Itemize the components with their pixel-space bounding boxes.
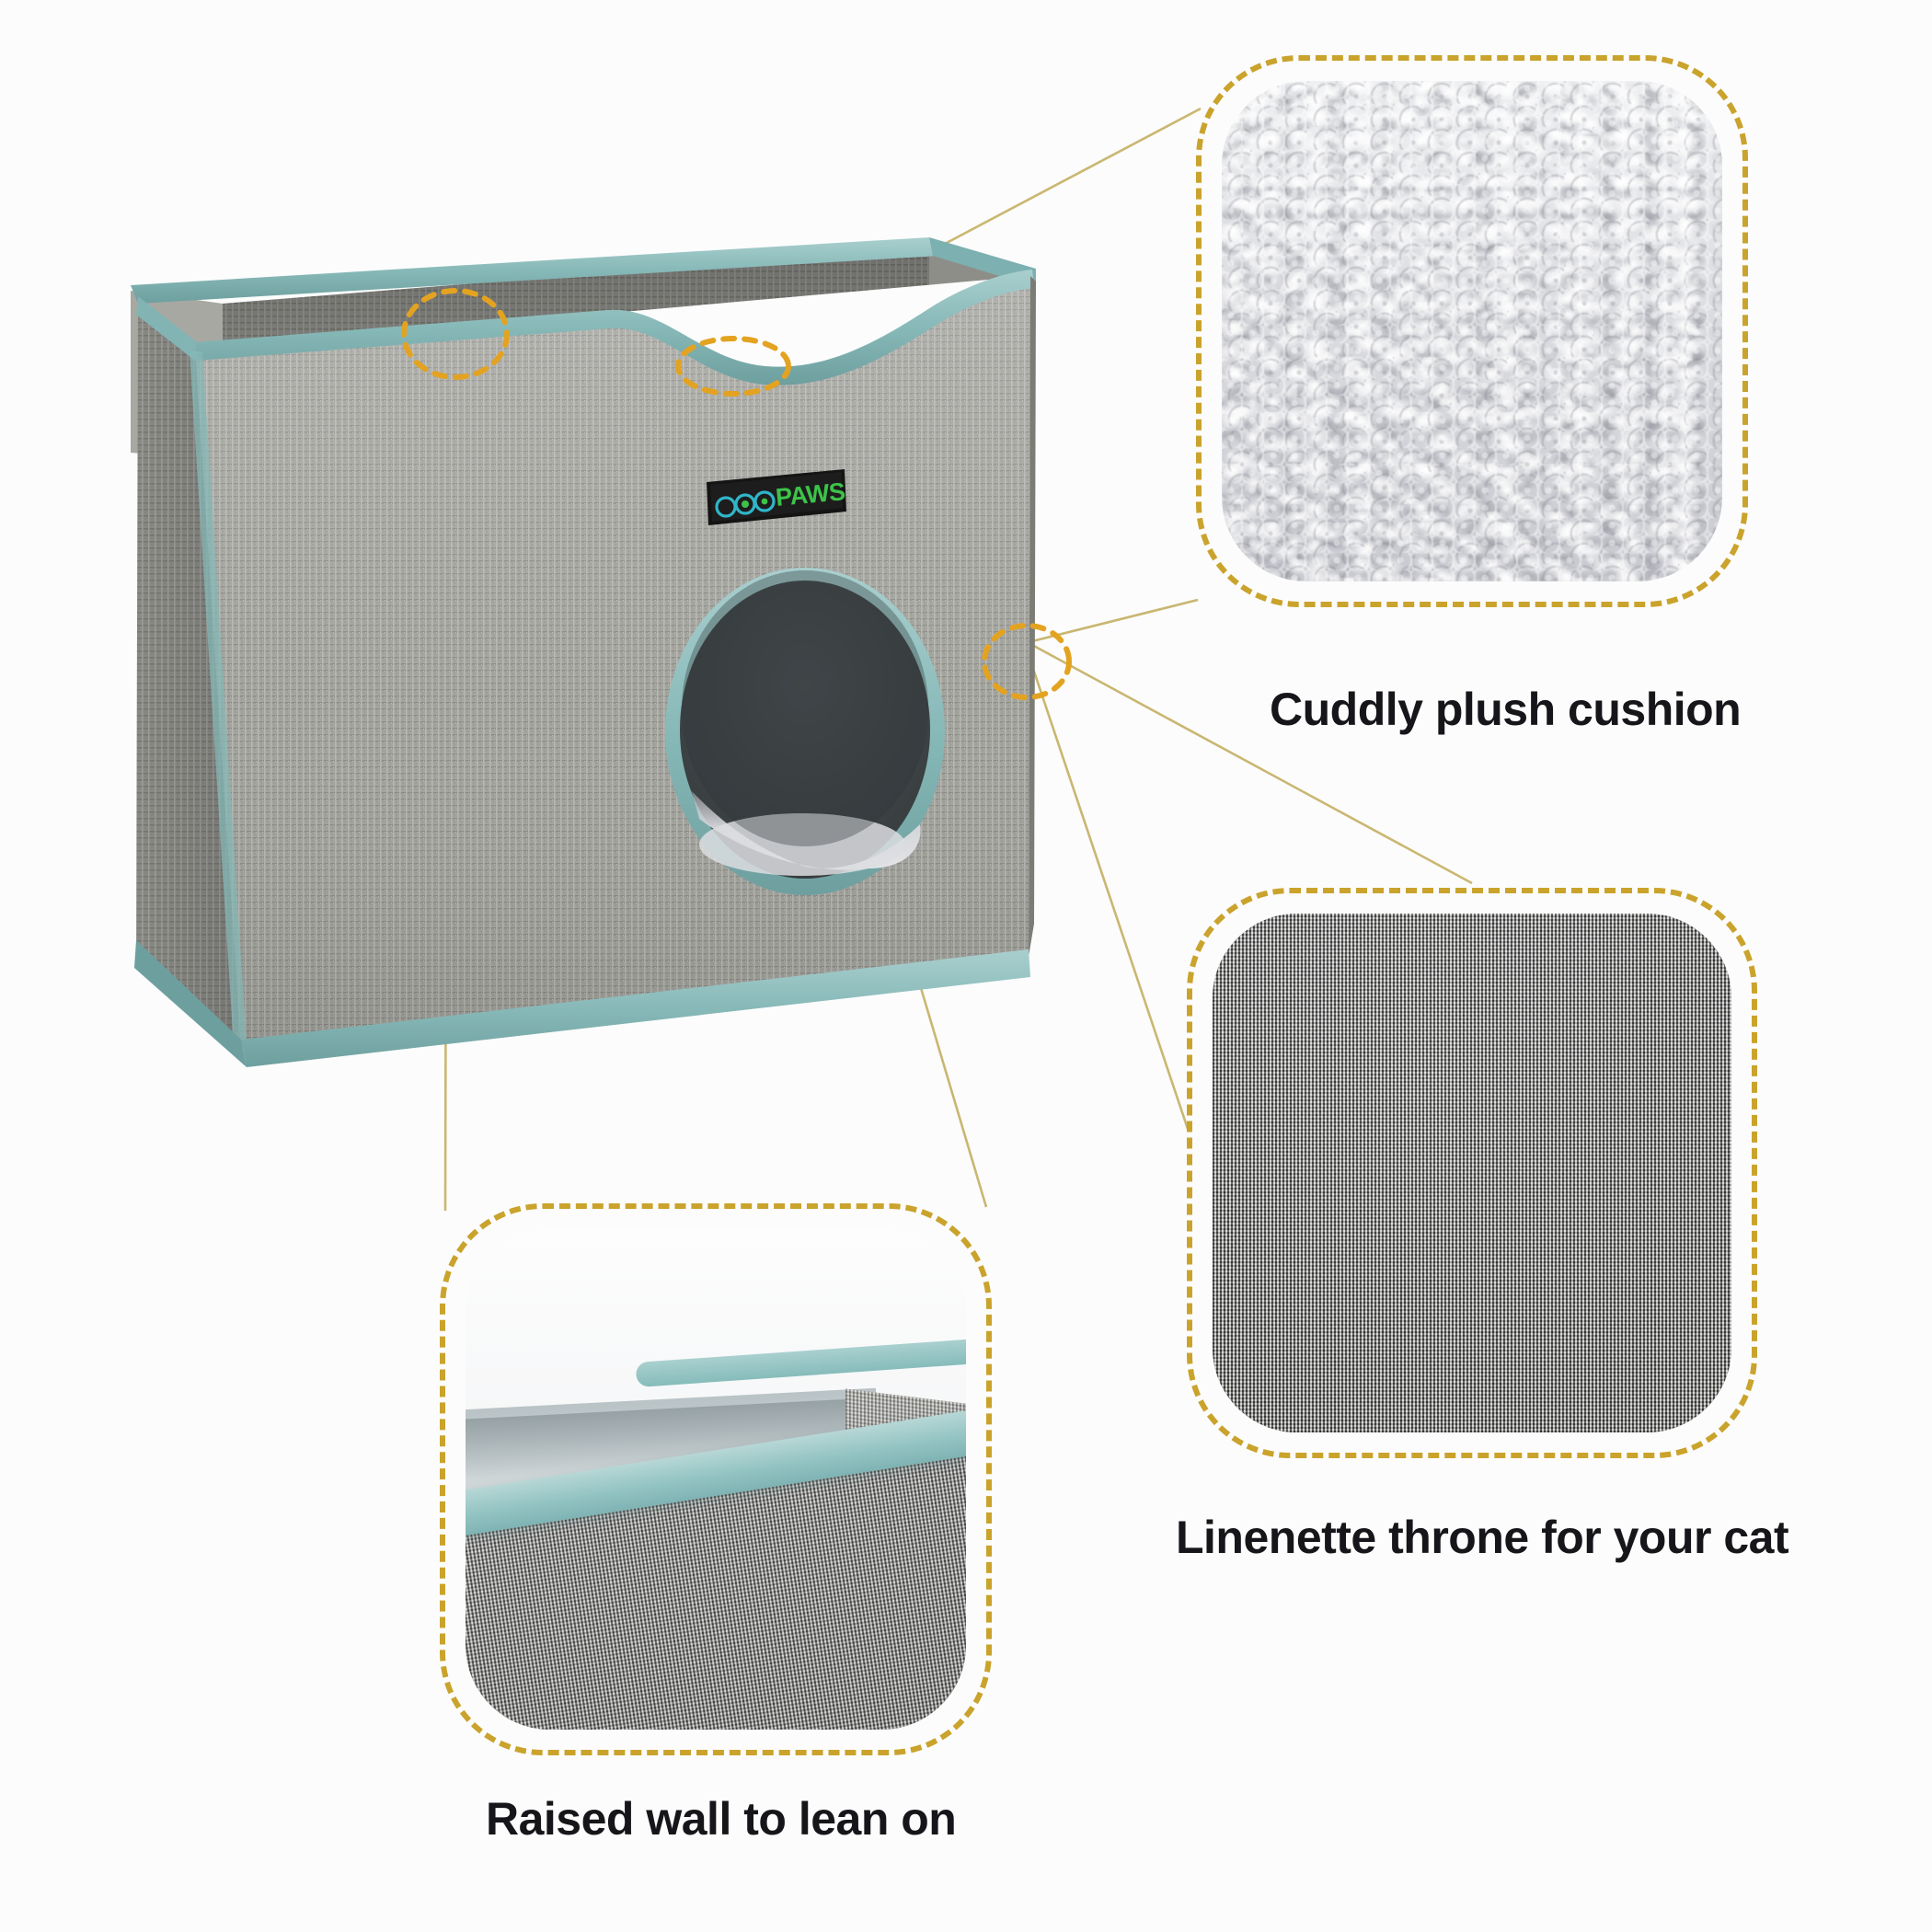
linen-texture <box>1213 914 1731 1432</box>
front-top-trim <box>195 270 1034 385</box>
callout-raised-wall <box>440 1203 992 1755</box>
plush-texture <box>1222 81 1722 581</box>
callout-cuddly-plush-cushion <box>1196 55 1748 607</box>
callout-linenette-throne <box>1187 888 1757 1458</box>
caption-cuddly-plush-cushion: Cuddly plush cushion <box>1270 684 1742 735</box>
left-top-trim <box>136 296 197 361</box>
callout-wall-media <box>466 1229 966 1730</box>
callout-plush-media <box>1222 81 1722 581</box>
entrance-hole-inner-shadow <box>682 570 928 846</box>
callout-linen-media <box>1213 914 1731 1432</box>
caption-linenette-throne: Linenette throne for your cat <box>1176 1512 1789 1563</box>
raised-wall-scene <box>466 1229 966 1730</box>
marker-top-left-wall <box>401 288 510 380</box>
caption-raised-wall: Raised wall to lean on <box>486 1793 957 1845</box>
scene-background <box>466 1229 966 1420</box>
left-side-panel-shade <box>136 304 241 1047</box>
marker-top-cushion <box>675 336 791 397</box>
front-left-corner-trim <box>190 351 247 1047</box>
base-trim-left <box>134 940 247 1067</box>
